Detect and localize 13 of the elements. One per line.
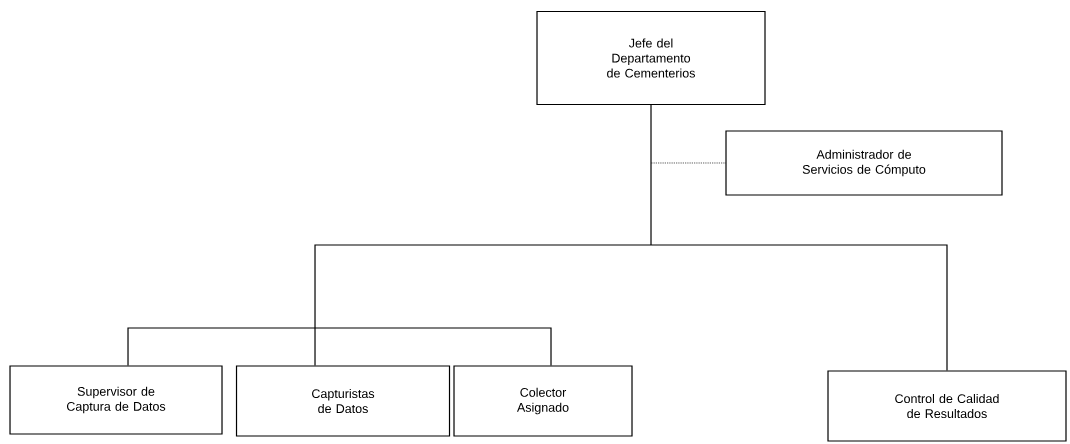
org-box: Jefe del Departamento de Cementerios	[536, 10, 766, 106]
org-box: Control de Calidad de Resultados	[827, 370, 1067, 442]
org-box: Administrador de Servicios de Cómputo	[725, 130, 1003, 196]
connector-line	[314, 327, 316, 366]
org-box: Colector Asignado	[453, 365, 633, 437]
org-box: Supervisor de Captura de Datos	[9, 365, 223, 435]
connector-line	[127, 327, 316, 366]
org-box: Capturistas de Datos	[235, 365, 451, 437]
connector-line	[650, 244, 948, 371]
connector-line	[650, 162, 726, 164]
connector-line	[650, 104, 652, 246]
connector-line	[314, 327, 552, 366]
connector-line	[314, 244, 652, 329]
